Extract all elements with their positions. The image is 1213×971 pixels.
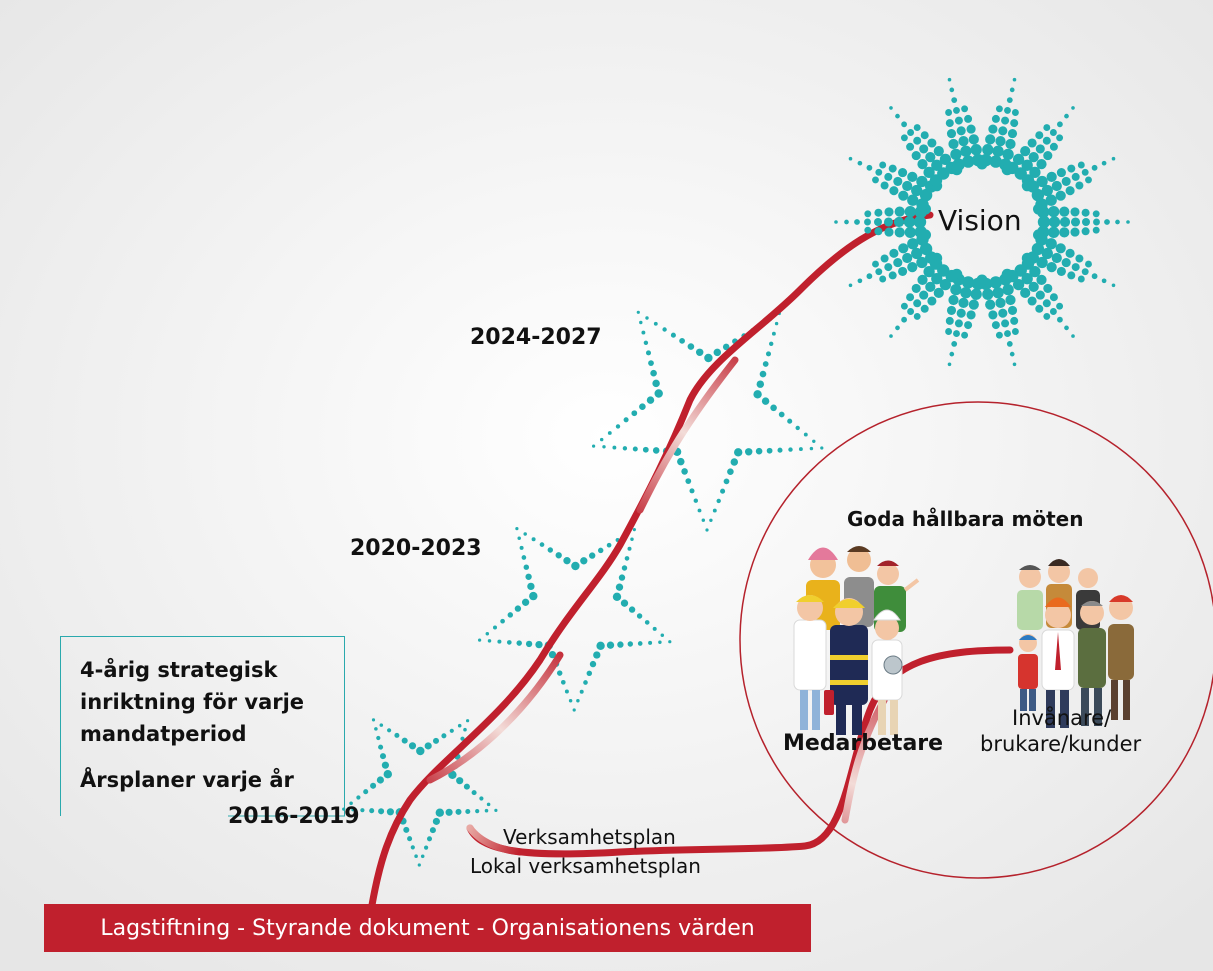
period-label-2024-2027: 2024-2027 [470, 325, 602, 350]
vision-label: Vision [938, 204, 1022, 237]
info-line-4: Årsplaner varje år [80, 768, 294, 792]
foundation-banner: Lagstiftning - Styrande dokument - Organ… [44, 904, 811, 952]
residents-label-1: Invånare/ [1012, 706, 1112, 730]
period-label-2016-2019: 2016-2019 [228, 804, 360, 829]
star-icon-2024-2027 [592, 310, 824, 532]
info-line-3: mandatperiod [80, 722, 247, 746]
foundation-banner-text: Lagstiftning - Styrande dokument - Organ… [100, 915, 755, 941]
info-line-2: inriktning för varje [80, 690, 305, 714]
road-light-section-2 [636, 356, 739, 514]
plan-road-start [466, 824, 524, 856]
staff-label: Medarbetare [783, 731, 944, 756]
road-light-section-1 [426, 651, 564, 784]
residents-label-2: brukare/kunder [980, 732, 1142, 756]
meeting-circle [739, 401, 1213, 879]
staff-people-illustration [793, 546, 920, 735]
info-box [60, 636, 345, 816]
sun-burst-icon [834, 77, 1130, 367]
info-line-1: 4-årig strategisk [80, 658, 278, 682]
meeting-circle-title: Goda hållbara möten [847, 507, 1084, 531]
plan-label-2: Lokal verksamhetsplan [470, 854, 701, 878]
plan-label-1: Verksamhetsplan [503, 825, 676, 849]
main-road [368, 211, 934, 909]
residents-people-illustration [1017, 559, 1134, 728]
period-label-2020-2023: 2020-2023 [350, 536, 482, 561]
